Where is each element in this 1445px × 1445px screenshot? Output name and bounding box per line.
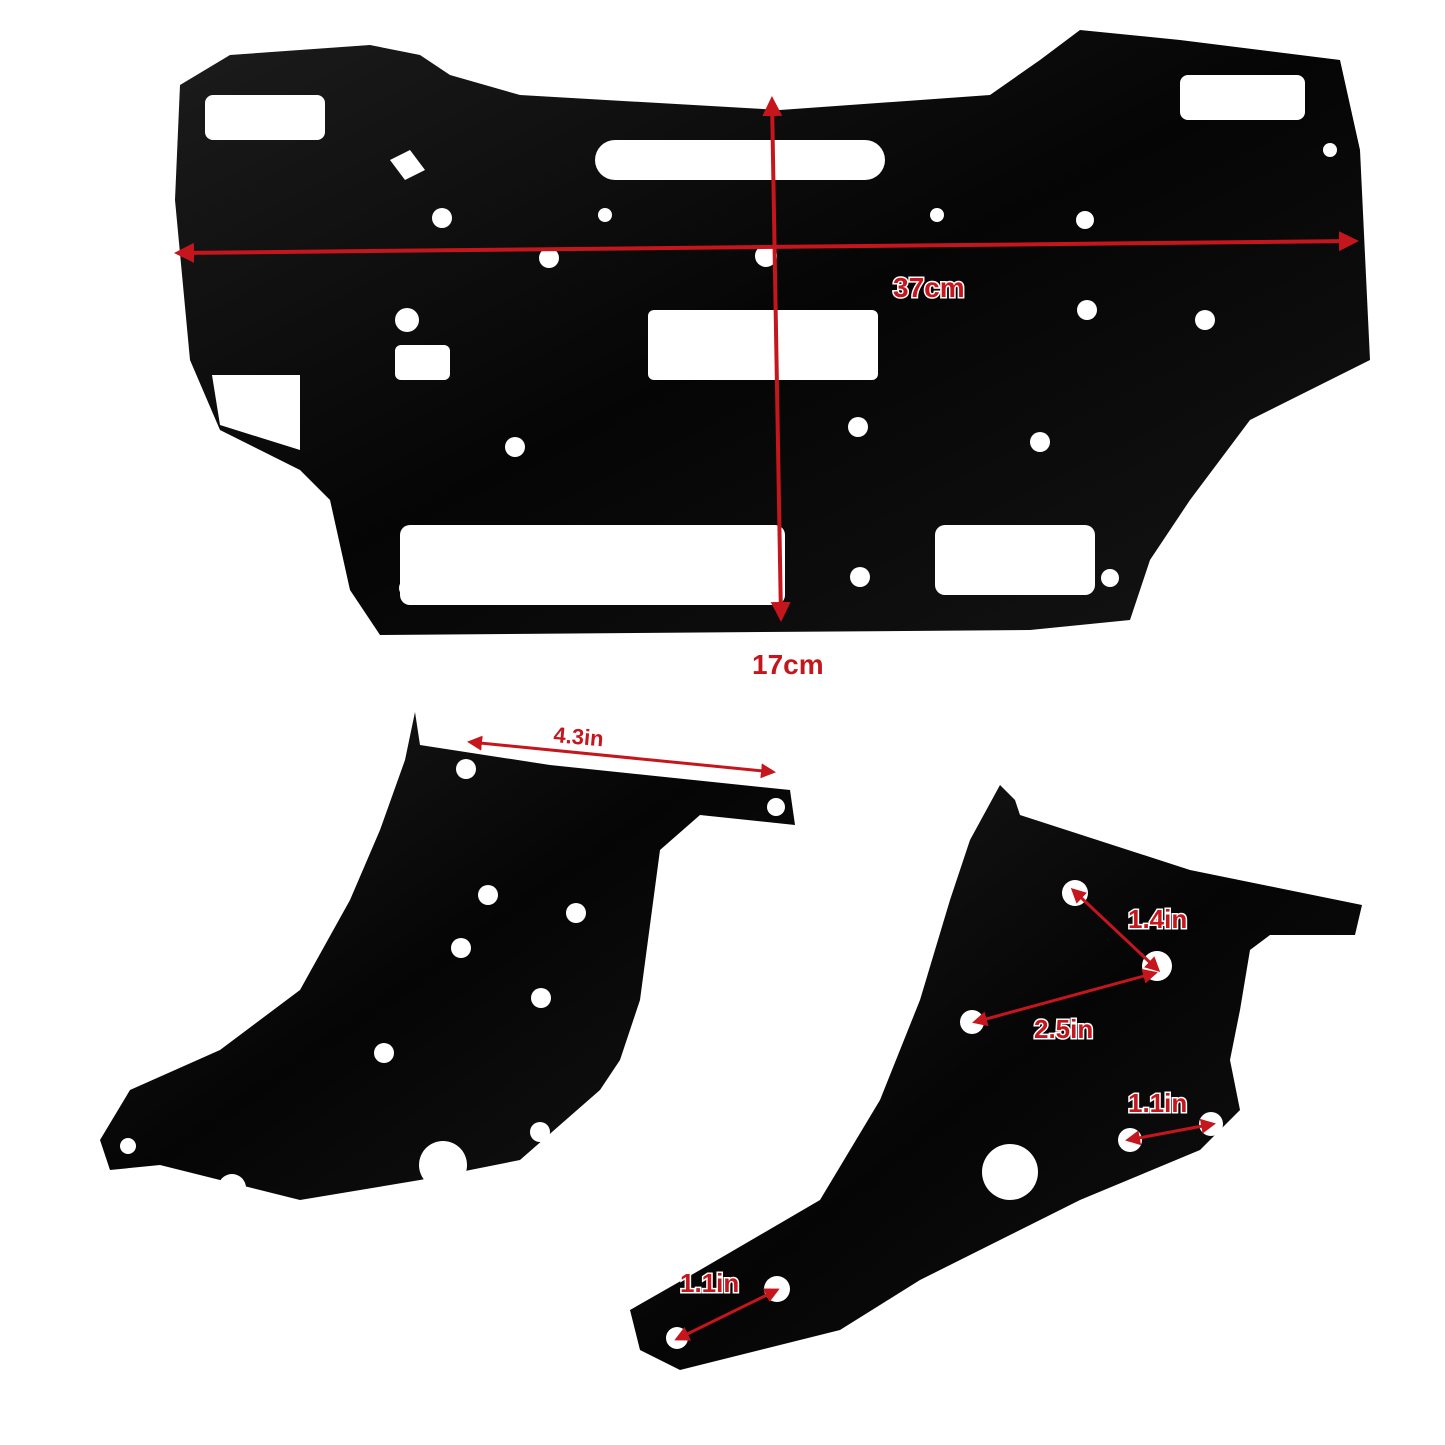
dimension-height-arrow bbox=[762, 96, 791, 622]
label-left-bracket: 4.3in bbox=[553, 722, 605, 751]
label-right-top: 1.4in bbox=[1128, 904, 1187, 934]
label-height: 17cm bbox=[752, 649, 824, 680]
dimension-right-bracket-arrows bbox=[674, 887, 1216, 1341]
dimension-left-bracket-arrow bbox=[467, 735, 776, 779]
label-right-tail: 1.1in bbox=[680, 1268, 739, 1298]
label-width: 37cm bbox=[893, 272, 965, 303]
label-right-lower: 1.1in bbox=[1128, 1088, 1187, 1118]
label-right-diag: 2.5in bbox=[1034, 1014, 1093, 1044]
left-side-bracket bbox=[100, 712, 795, 1202]
right-side-bracket bbox=[630, 785, 1362, 1370]
